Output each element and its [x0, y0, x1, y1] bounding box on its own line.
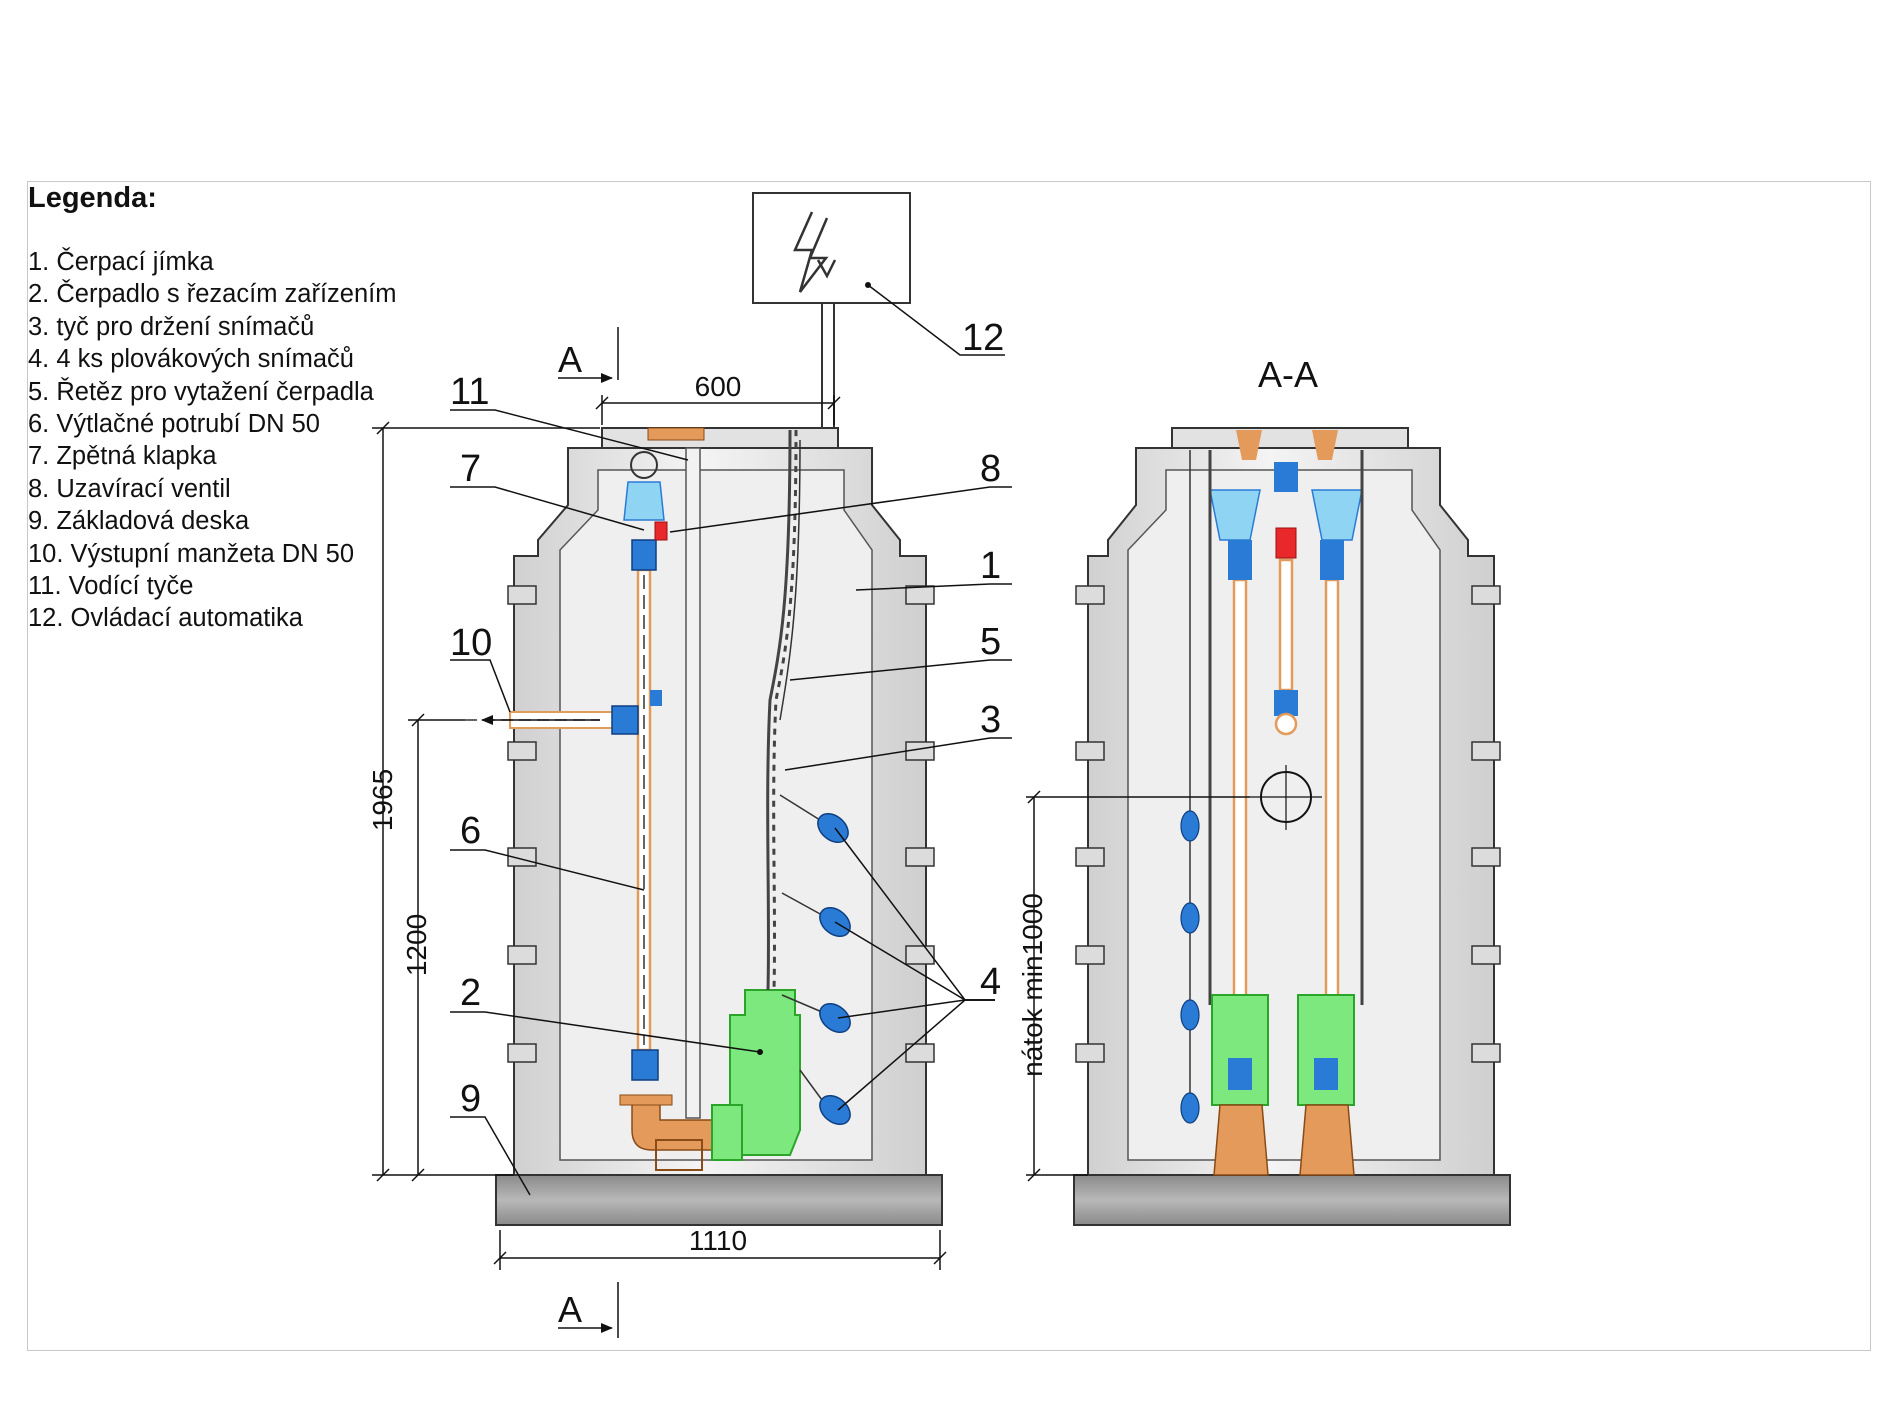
legend-item: 2. Čerpadlo s řezacím zařízením: [28, 280, 397, 309]
dimension-lines: [372, 395, 1250, 1270]
pump: [729, 989, 801, 1156]
legend-title: Legenda:: [28, 180, 448, 216]
dim-1965: 1965: [367, 769, 398, 831]
check-valve: [623, 481, 665, 521]
section-marker-label: A: [558, 1289, 582, 1330]
legend-item: 4. 4 ks plovákových snímačů: [28, 345, 354, 374]
callout-10: 10: [450, 622, 492, 664]
drawing-frame: [27, 181, 1871, 1351]
legend-item: 6. Výtlačné potrubí DN 50: [28, 410, 320, 439]
callout-8: 8: [980, 448, 1001, 490]
callout-9: 9: [460, 1078, 481, 1120]
section-title: A-A: [1258, 354, 1318, 395]
lightning-icon: [793, 211, 829, 293]
section-marker-top: A: [558, 327, 619, 383]
legend-item: 9. Základová deska: [28, 507, 250, 536]
tank-section-view: [1073, 427, 1511, 1226]
legend-item: 10. Výstupní manžeta DN 50: [28, 539, 355, 568]
callout-11: 11: [450, 371, 489, 413]
callout-5: 5: [980, 621, 1001, 663]
shutoff-valve: [654, 521, 668, 541]
section-marker-bottom: A: [558, 1282, 619, 1338]
guide-rod: [685, 447, 701, 1119]
callout-6: 6: [460, 810, 481, 852]
callout-4: 4: [980, 961, 1001, 1003]
callout-numbers: 11 7 10 6 2 9 12 8 1 5 3 4: [450, 317, 1004, 1120]
legend-item: 1. Čerpací jímka: [28, 248, 214, 276]
legend-list: 1. Čerpací jímka 2. Čerpadlo s řezacím z…: [28, 246, 448, 635]
section-marker-label: A: [558, 339, 582, 380]
dim-600: 600: [695, 371, 742, 402]
legend-item: 3. tyč pro držení snímačů: [28, 312, 315, 341]
dim-inflow: nátok min1000: [1017, 893, 1048, 1077]
legend-item: 11. Vodící tyče: [28, 572, 194, 601]
legend-title-colon: :: [147, 182, 157, 214]
lifting-chain: [766, 429, 798, 991]
callout-7: 7: [460, 448, 481, 490]
legend: Legenda: 1. Čerpací jímka 2. Čerpadlo s …: [28, 180, 448, 635]
legend-item: 5. Řetěz pro vytažení čerpadla: [28, 377, 374, 406]
legend-item: 8. Uzavírací ventil: [28, 474, 231, 503]
callout-12: 12: [962, 317, 1004, 359]
tank-main-view: [465, 427, 943, 1226]
base-plate: [495, 1174, 943, 1226]
callout-1: 1: [980, 545, 1001, 587]
dim-1110: 1110: [689, 1225, 747, 1256]
callout-leaders: [450, 409, 1012, 1196]
callout-2: 2: [460, 972, 481, 1014]
dim-1200: 1200: [401, 914, 432, 976]
legend-item: 7. Zpětná klapka: [28, 442, 217, 471]
legend-title-text: Legenda: [28, 182, 148, 214]
callout-3: 3: [980, 699, 1001, 741]
legend-item: 12. Ovládací automatika: [28, 604, 303, 633]
control-box: [752, 192, 1005, 428]
